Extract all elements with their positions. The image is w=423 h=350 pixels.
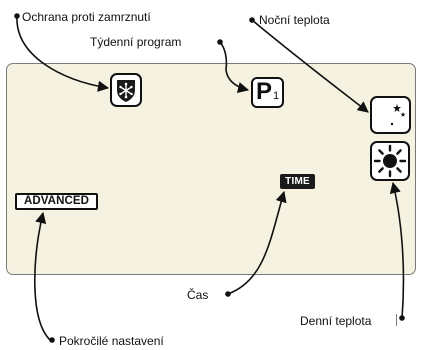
weekly-program-icon: P 1 <box>251 77 284 108</box>
leader-frost <box>16 15 110 92</box>
label-time: Čas <box>187 288 209 302</box>
frost-protection-icon <box>110 73 142 107</box>
label-night-temperature: Noční teplota <box>259 13 330 27</box>
dot-advanced <box>49 337 55 343</box>
dot-day <box>399 315 405 321</box>
leader-day <box>389 181 405 319</box>
dot-frost <box>14 13 20 19</box>
dot-night <box>249 17 255 23</box>
dot-weekly <box>217 39 223 45</box>
label-advanced-settings: Pokročilé nastavení <box>59 334 164 348</box>
tick-mark <box>396 314 397 326</box>
time-badge: TIME <box>280 174 315 189</box>
label-weekly-program: Týdenní program <box>90 35 182 49</box>
dot-time <box>225 291 231 297</box>
day-temperature-icon <box>370 141 410 181</box>
label-frost-protection: Ochrana proti zamrznutí <box>22 10 151 24</box>
label-day-temperature: Denní teplota <box>300 314 372 328</box>
program-number: 1 <box>273 90 280 102</box>
leader-time <box>227 190 287 295</box>
moon-stars-icon <box>382 102 406 126</box>
night-temperature-icon <box>370 96 411 134</box>
program-letter: P <box>256 78 273 105</box>
leader-weekly <box>219 41 250 93</box>
lcd-display <box>6 63 416 275</box>
leader-advanced <box>34 211 51 341</box>
snowflake-shield-icon <box>117 80 135 102</box>
leader-night <box>251 19 369 113</box>
advanced-badge: ADVANCED <box>15 193 98 210</box>
sun-icon <box>373 144 407 178</box>
